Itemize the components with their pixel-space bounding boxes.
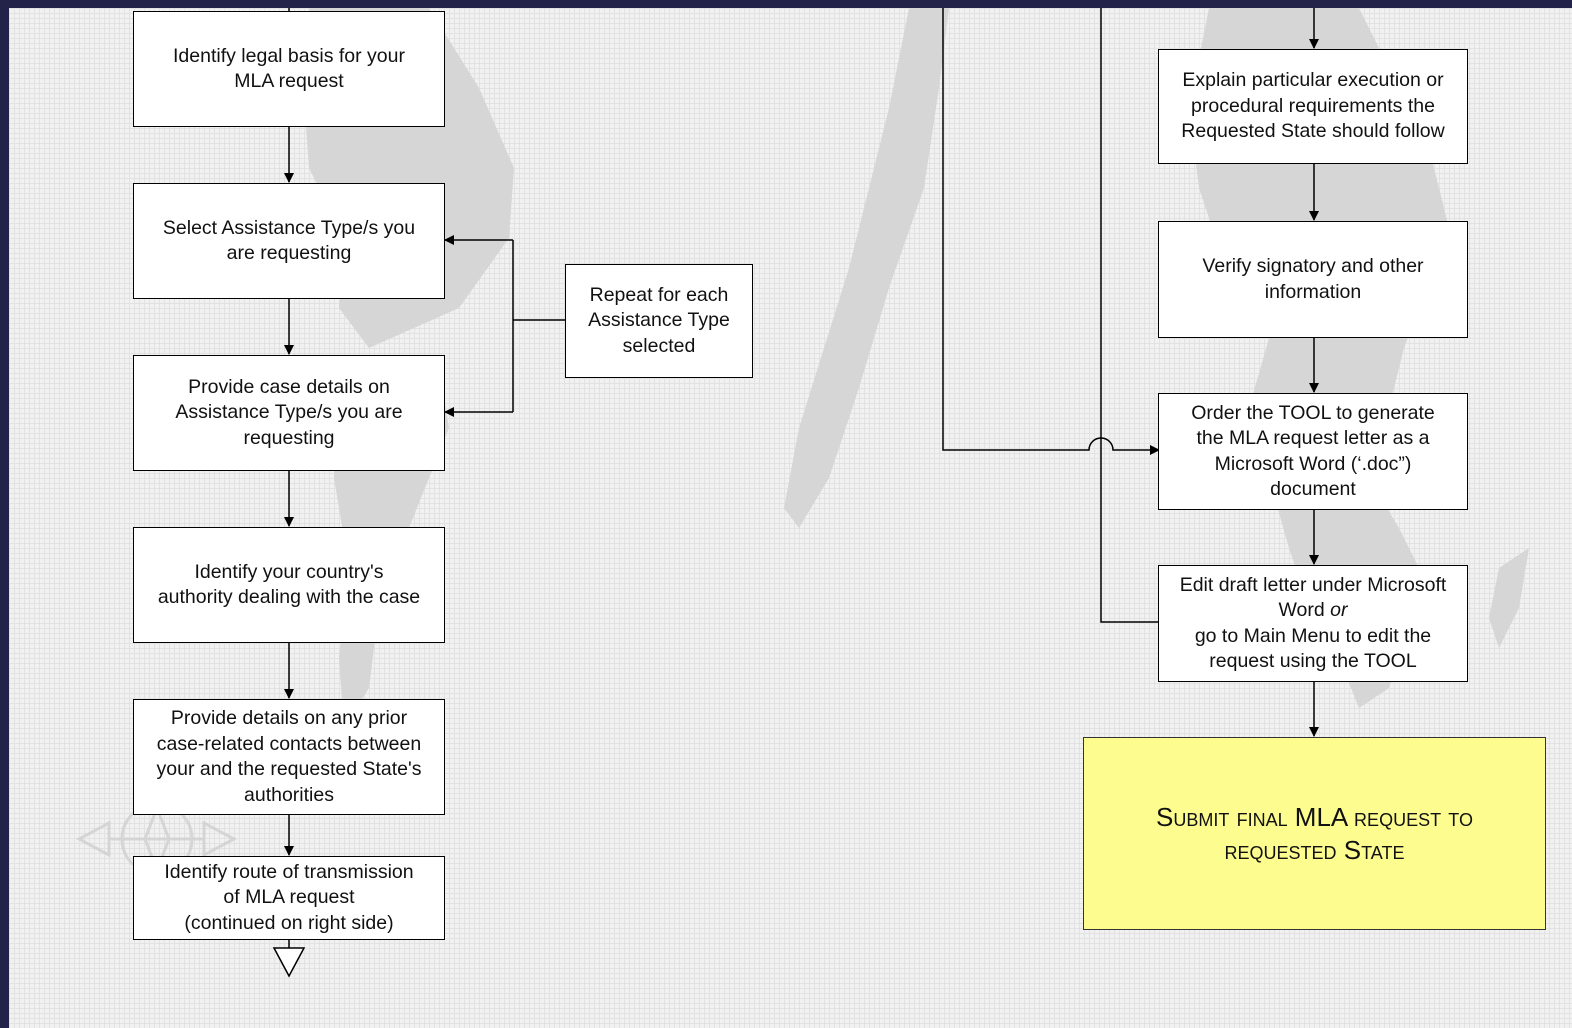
offpage-connector-icon (272, 947, 306, 978)
connector-edit-loop-back (1100, 8, 1159, 623)
map-island-right (1489, 548, 1529, 648)
map-landmass-right (1189, 8, 1449, 708)
step-edit-draft-letter: Edit draft letter under Microsoft Word o… (1158, 565, 1468, 682)
flow-connectors (272, 8, 1319, 978)
map-landmass-center (784, 8, 949, 528)
connector-from-top-to-generate (942, 8, 1160, 455)
